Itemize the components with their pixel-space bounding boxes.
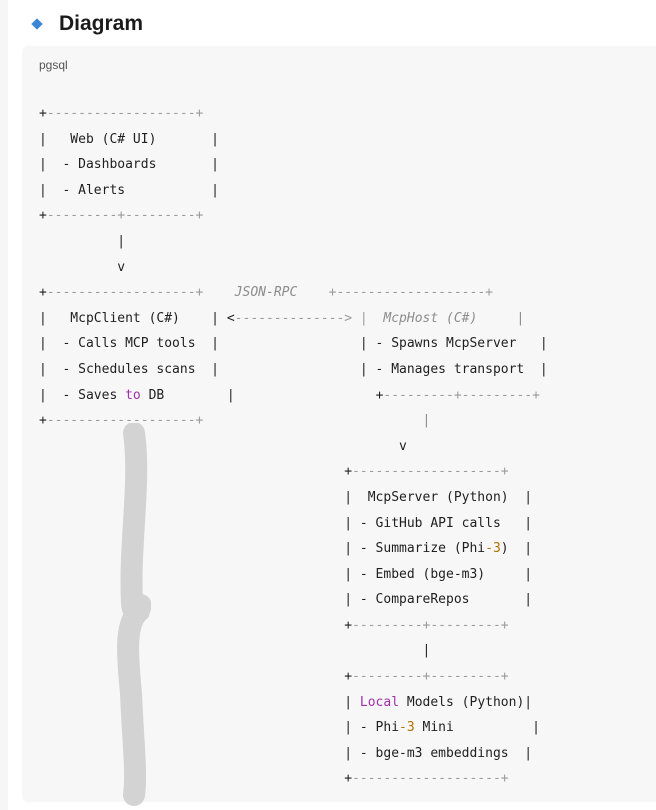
code-line: +---------+---------+ — [39, 664, 548, 690]
code-line: | McpClient (C#) | <--------------> | Mc… — [39, 306, 548, 332]
section-title: Diagram — [59, 12, 144, 35]
code-token: -3 — [399, 720, 415, 736]
code-line: | - Saves to DB | +---------+---------+ — [39, 383, 548, 409]
code-line: | McpServer (Python) | — [39, 485, 548, 511]
code-token: | — [39, 233, 126, 249]
code-token: -------------------+ — [46, 413, 204, 429]
code-token: --------------> | — [234, 310, 368, 326]
code-token: to — [125, 387, 141, 403]
code-token: Mini | — [414, 720, 540, 736]
left-rule — [0, 0, 8, 810]
code-token: | — [422, 413, 431, 429]
code-token: | — [39, 643, 431, 659]
code-token: + — [39, 464, 353, 480]
code-token: + — [375, 387, 384, 403]
code-token: -3 — [485, 541, 501, 557]
code-token: | - Calls MCP tools | | - Spawns McpServ… — [39, 336, 548, 352]
code-token — [203, 413, 422, 428]
code-token: Local — [359, 694, 400, 710]
code-line: v — [39, 434, 548, 460]
code-line: +-------------------+ JSON-RPC +--------… — [39, 280, 548, 306]
code-token: +-------------------+ — [328, 285, 493, 301]
scroll-thumb[interactable] — [117, 423, 151, 808]
code-token: + — [39, 285, 47, 301]
code-line: | — [39, 229, 548, 255]
code-token: + — [39, 413, 47, 429]
code-token: -------------------+ — [46, 285, 204, 301]
code-line: +---------+---------+ — [39, 613, 548, 639]
code-token: DB | — [140, 387, 376, 403]
code-token: JSON-RPC — [203, 285, 329, 301]
code-token: + — [39, 669, 353, 685]
code-token: | - GitHub API calls | — [39, 515, 533, 531]
code-token: | - Phi — [39, 720, 400, 736]
code-token: | - bge-m3 embeddings | — [39, 745, 533, 761]
code-line: +---------+---------+ — [39, 203, 548, 229]
section-heading: Diagram — [30, 8, 143, 40]
code-token: + — [39, 208, 47, 224]
code-token: | McpServer (Python) | — [39, 489, 533, 505]
code-language-label: pgsql — [39, 58, 68, 72]
code-token: | — [516, 310, 525, 326]
code-token: | - Saves — [39, 387, 126, 403]
code-token: | — [39, 694, 360, 710]
code-token: ---------+---------+ — [352, 669, 509, 685]
code-token: | - Summarize (Phi — [39, 541, 486, 557]
code-token: + — [39, 771, 353, 787]
code-token: ---------+--------- — [46, 208, 196, 224]
code-line: +-------------------+ | — [39, 408, 548, 434]
diagram-code: +-------------------+| Web (C# UI) || - … — [39, 101, 548, 792]
code-line: +-------------------+ — [39, 101, 548, 127]
code-token: ---------+---------+ — [383, 387, 540, 403]
code-line: | - Embed (bge-m3) | — [39, 562, 548, 588]
code-line: v — [39, 255, 548, 281]
code-line: +-------------------+ — [39, 766, 548, 792]
code-token: v — [39, 438, 407, 454]
code-token: -------------------+ — [352, 771, 509, 787]
code-token: + — [39, 617, 353, 633]
code-token: + — [195, 208, 204, 224]
code-token: | McpClient (C#) | < — [39, 310, 235, 326]
code-line: | - Calls MCP tools | | - Spawns McpServ… — [39, 331, 548, 357]
code-line: +-------------------+ — [39, 459, 548, 485]
code-token: | Web (C# UI) | — [39, 131, 220, 147]
code-line: | Web (C# UI) | — [39, 127, 548, 153]
code-line: | - Phi-3 Mini | — [39, 715, 548, 741]
code-token: + — [39, 106, 47, 121]
code-line: | - Schedules scans | | - Manages transp… — [39, 357, 548, 383]
code-line: | Local Models (Python)| — [39, 690, 548, 716]
code-line: | - Dashboards | — [39, 152, 548, 178]
code-token: ) | — [500, 541, 533, 557]
code-token: + — [195, 106, 204, 121]
code-token: v — [39, 259, 126, 275]
diamond-bullet-icon — [31, 18, 43, 30]
code-token: | - Schedules scans | | - Manages transp… — [39, 361, 548, 377]
code-line: | - Summarize (Phi-3) | — [39, 536, 548, 562]
code-token: ------------------- — [46, 106, 196, 121]
code-line: | - Alerts | — [39, 178, 548, 204]
code-token: | - Alerts | — [39, 182, 220, 198]
code-line: | — [39, 638, 548, 664]
code-token: | - Dashboards | — [39, 157, 220, 173]
code-token: Models (Python)| — [399, 694, 533, 710]
code-token: ---------+---------+ — [352, 617, 509, 633]
code-line: | - GitHub API calls | — [39, 511, 548, 537]
code-token: McpHost (C#) — [367, 310, 517, 326]
code-token: | - CompareRepos | — [39, 592, 533, 608]
code-token: | - Embed (bge-m3) | — [39, 566, 533, 582]
code-token: -------------------+ — [352, 464, 509, 480]
code-line: | - bge-m3 embeddings | — [39, 741, 548, 767]
code-line: | - CompareRepos | — [39, 587, 548, 613]
